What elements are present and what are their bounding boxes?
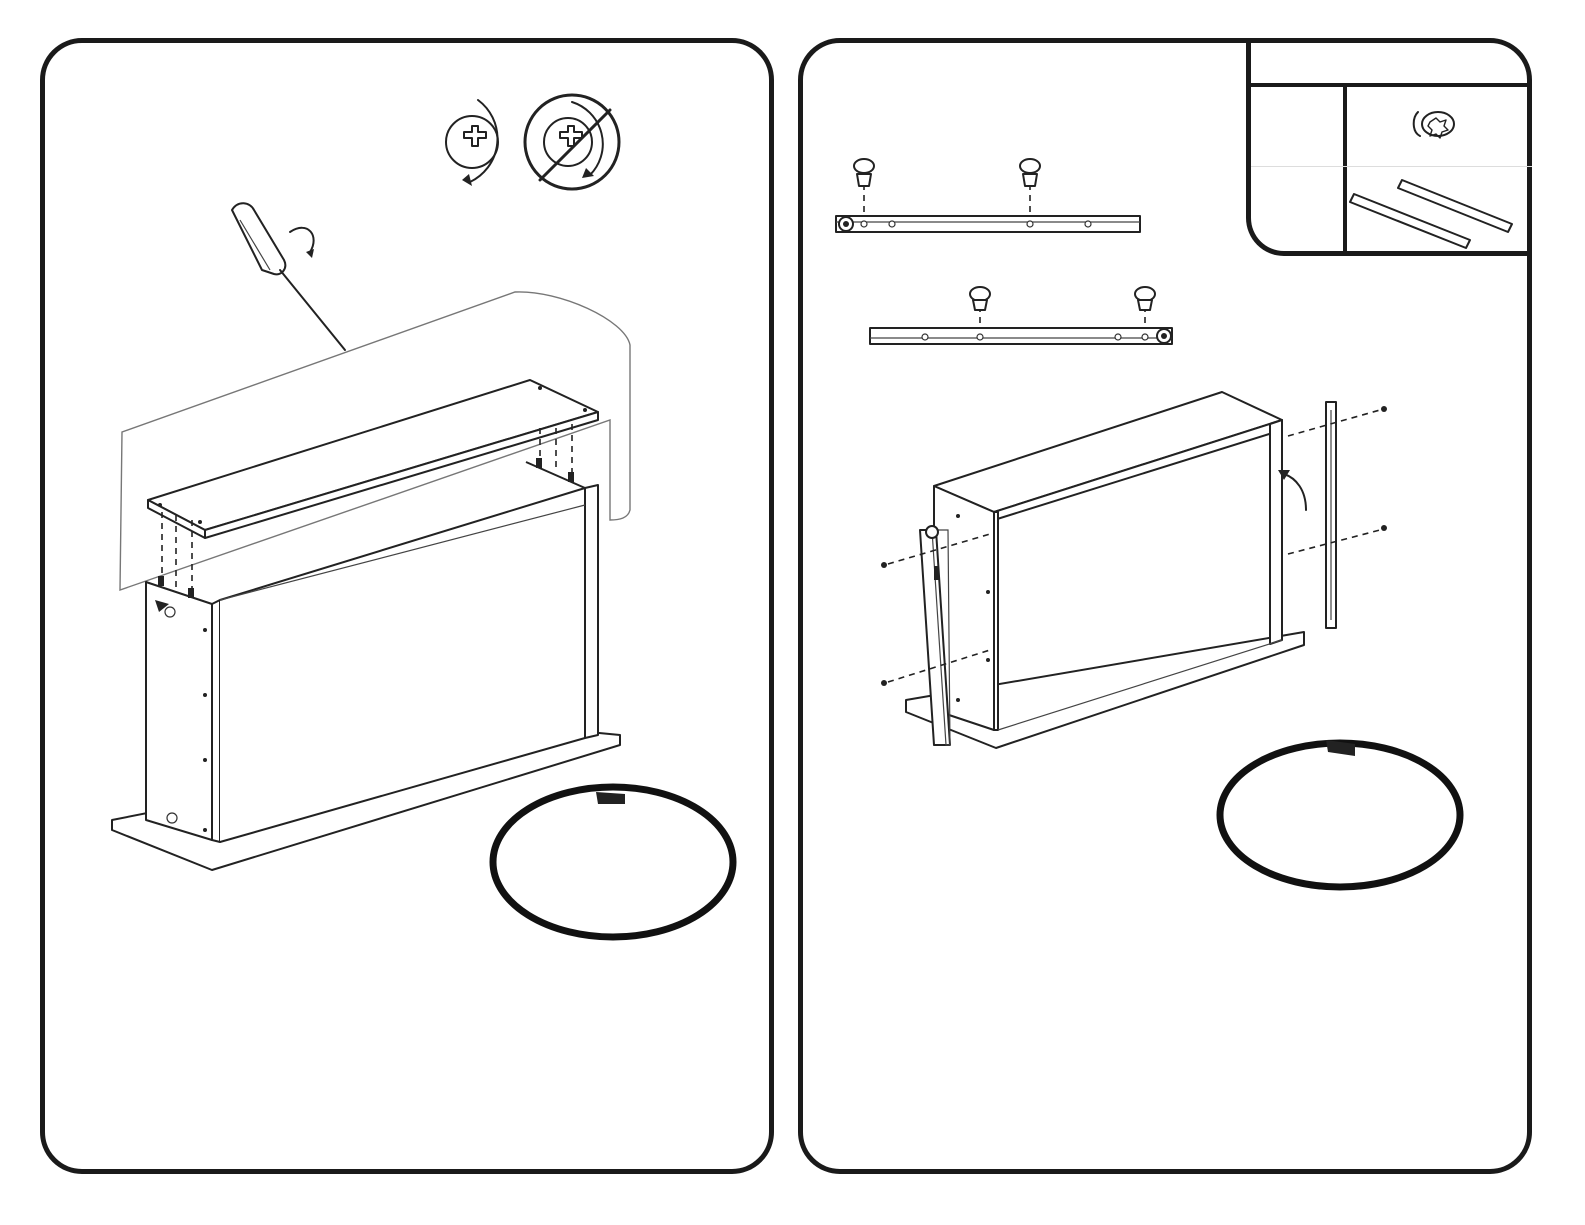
slide-rail-bottom [870, 287, 1172, 344]
screw-icon [970, 287, 990, 310]
screw-icon [1020, 159, 1040, 186]
screw-icon [854, 159, 874, 186]
screw-icon [1414, 112, 1454, 138]
rotate-clockwise-icon [446, 100, 498, 186]
screw-icon [1135, 287, 1155, 310]
slide-rail-icon [1350, 180, 1512, 248]
slide-rail-top [836, 159, 1140, 232]
cabinet-with-rails [881, 392, 1387, 748]
pen-loop-left [493, 787, 733, 937]
screwdriver-icon [232, 203, 345, 350]
pen-loop-right [1220, 740, 1460, 887]
rotate-wrong-icon [525, 95, 619, 189]
